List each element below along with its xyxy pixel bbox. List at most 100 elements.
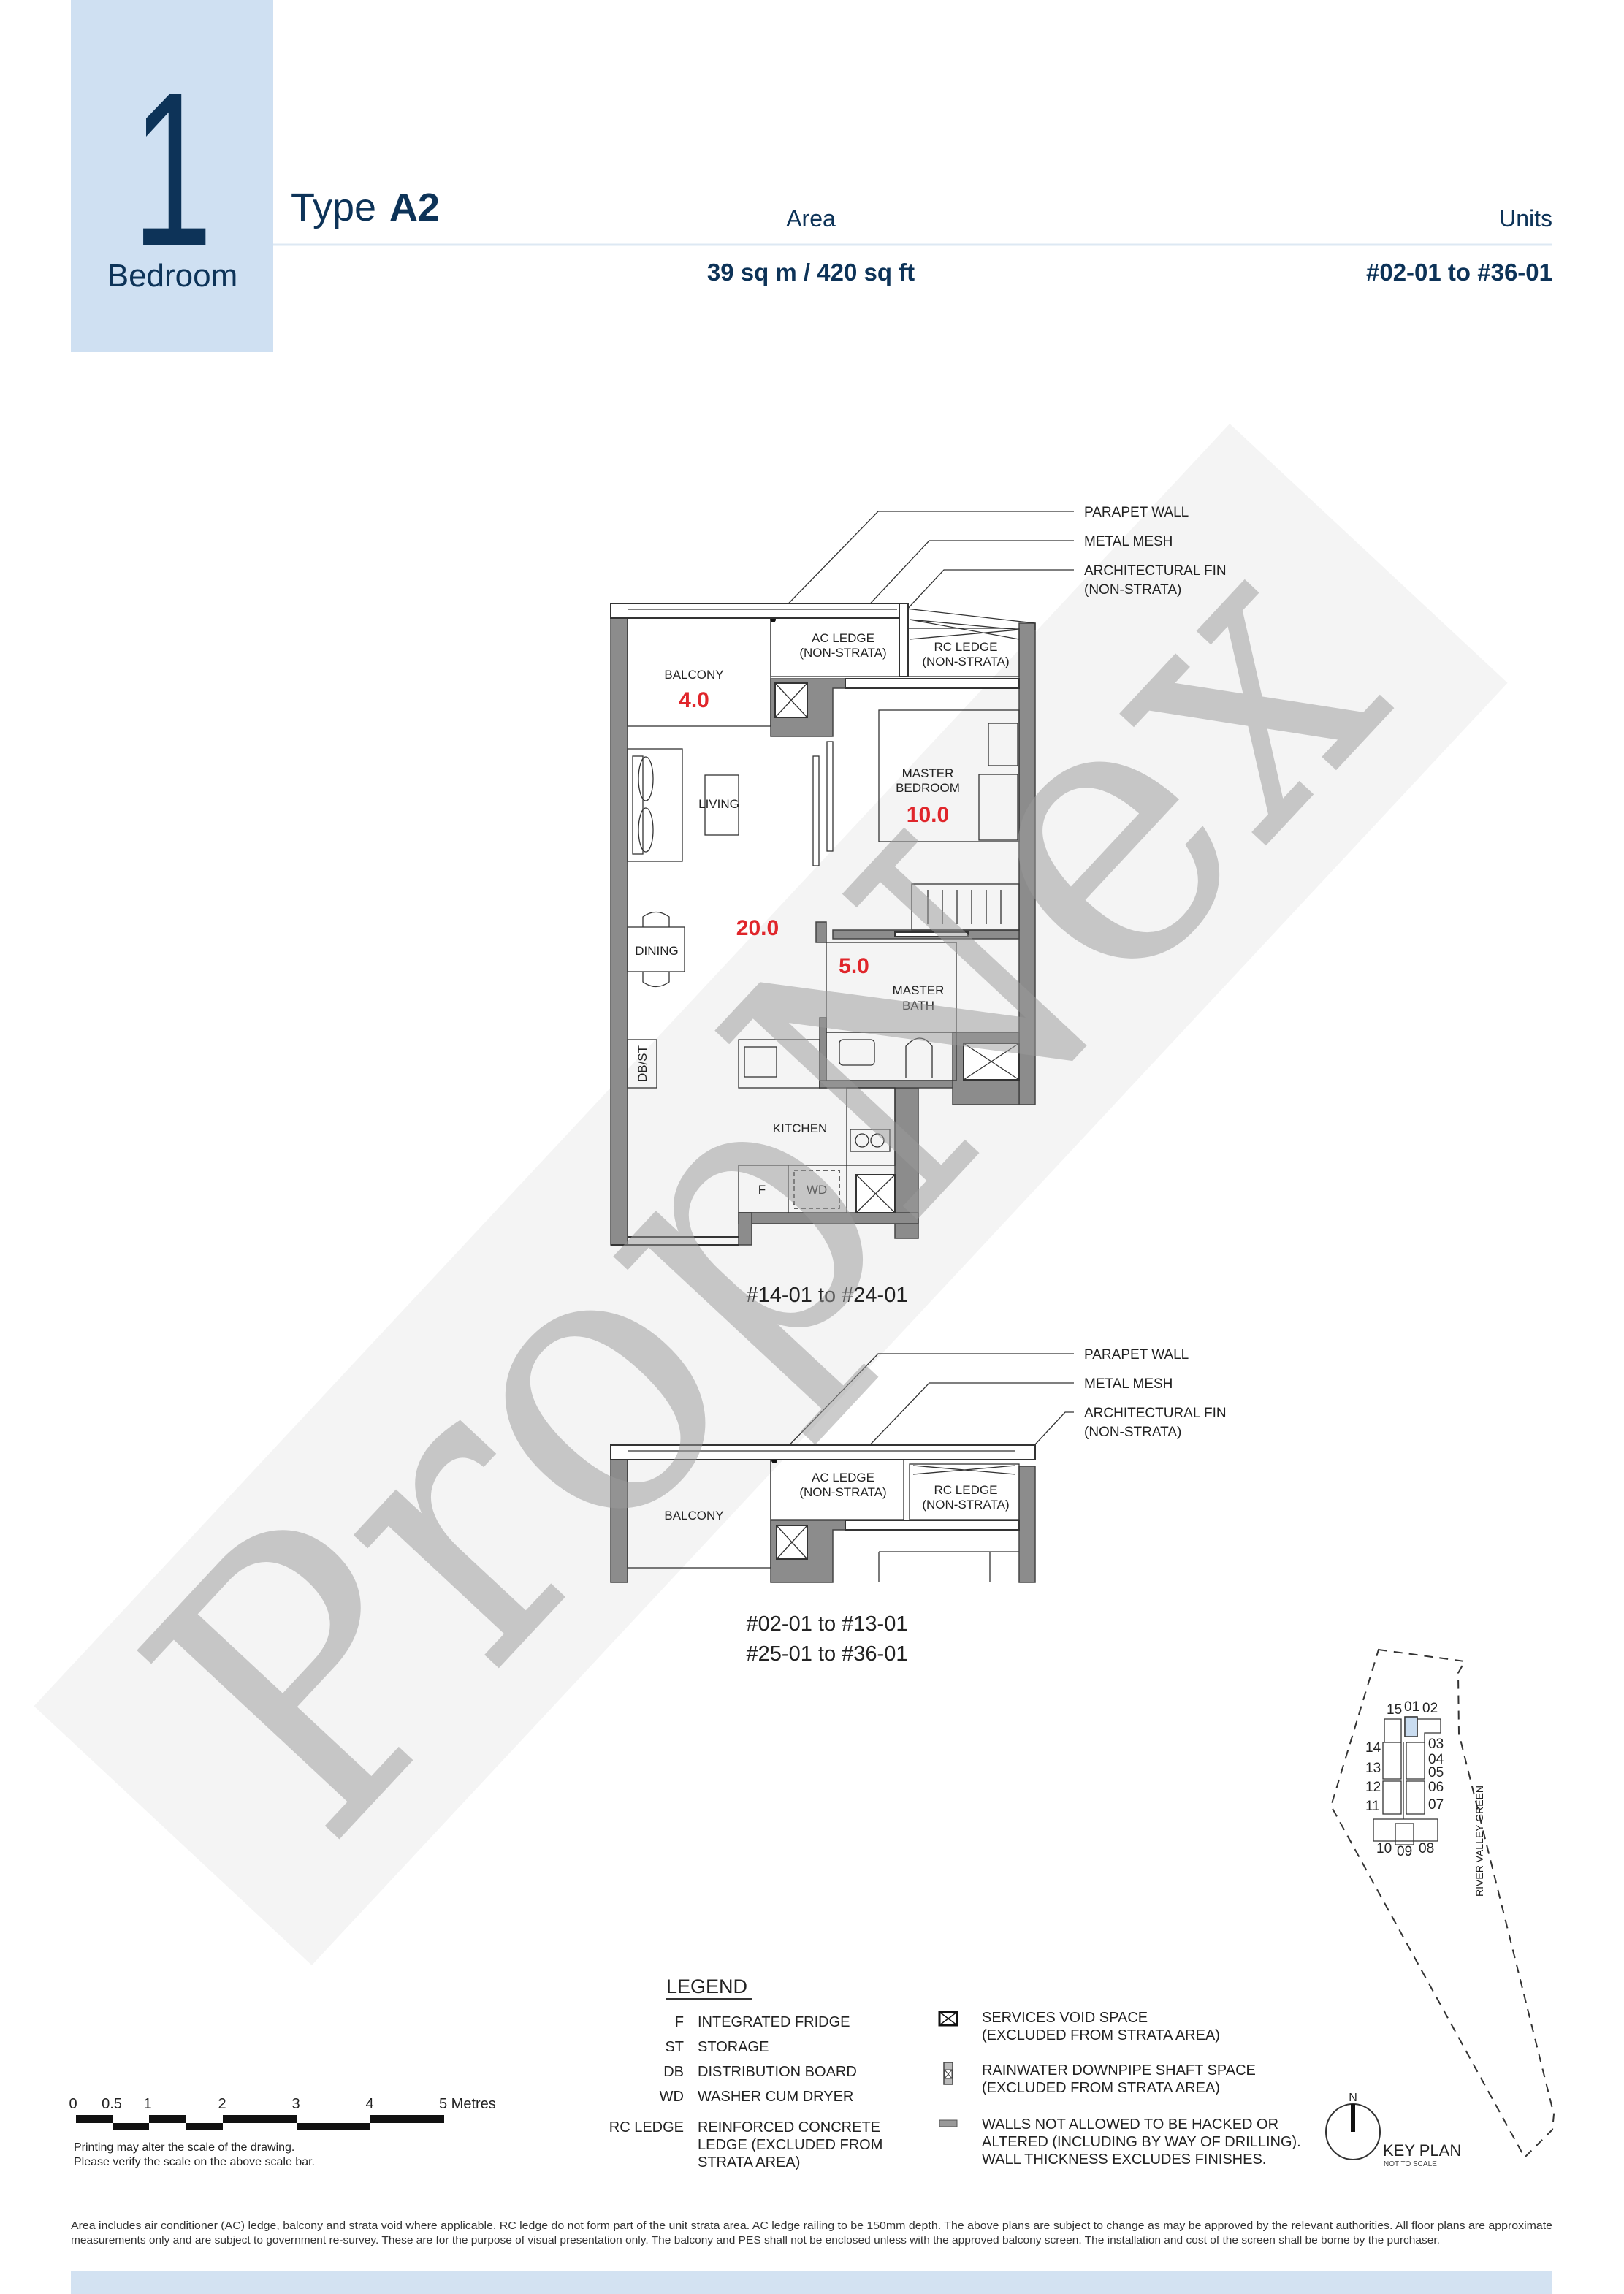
svg-text:08: 08 [1419,1841,1434,1856]
bed [878,709,1020,842]
sliding-door [812,741,834,866]
hob [850,1129,891,1152]
type-code: A2 [389,186,440,229]
svg-text:06: 06 [1428,1780,1444,1795]
services-void-icon [938,2011,958,2027]
svg-text:ALTERED (INCLUDING BY WAY OF D: ALTERED (INCLUDING BY WAY OF DRILLING). [982,2134,1301,2150]
key-plan-title: KEY PLAN [1383,2141,1461,2160]
area-balcony: 4.0 [679,688,709,712]
svg-text:(EXCLUDED FROM STRATA AREA): (EXCLUDED FROM STRATA AREA) [982,2027,1220,2043]
svg-text:INTEGRATED FRIDGE: INTEGRATED FRIDGE [698,2014,850,2030]
legend-symbols: SERVICES VOID SPACE (EXCLUDED FROM STRAT… [982,2010,1301,2168]
svg-text:10: 10 [1376,1841,1392,1856]
scale-note-2: Please verify the scale on the above sca… [74,2156,315,2168]
plan-alt-caption-2: #25-01 to #36-01 [747,1642,908,1666]
bath-basin [839,1039,875,1066]
scale-note-1: Printing may alter the scale of the draw… [74,2141,294,2154]
svg-text:13: 13 [1365,1761,1381,1776]
bedroom-count: 1 [132,46,213,291]
svg-text:02: 02 [1422,1701,1438,1716]
desk [978,774,1018,841]
legend-abbreviations: F INTEGRATED FRIDGE ST STORAGE DB DISTRI… [609,2014,883,2171]
rainwater-shaft-icon [943,2062,953,2085]
svg-text:WASHER CUM DRYER: WASHER CUM DRYER [698,2089,853,2105]
rc-ledge [907,628,1020,677]
ac-ledge [770,617,900,677]
units-value: #02-01 to #36-01 [1366,259,1552,286]
room-label-master-bath: MASTER [893,983,945,997]
ac-ledge [770,1459,904,1520]
svg-text:WD: WD [660,2089,684,2105]
room-label-rc-ledge: RC LEDGE [934,640,998,654]
svg-text:WALL THICKNESS EXCLUDES FINISH: WALL THICKNESS EXCLUDES FINISHES. [982,2152,1266,2168]
area-value: 39 sq m / 420 sq ft [707,259,915,286]
callout-metal-mesh: METAL MESH [1084,1376,1173,1392]
svg-text:LEDGE (EXCLUDED FROM: LEDGE (EXCLUDED FROM [698,2137,882,2153]
svg-text:01: 01 [1404,1699,1419,1715]
callout-architectural-fin-note: (NON-STRATA) [1084,1425,1181,1440]
disclaimer-line-2: measurements only and are subject to gov… [71,2234,1440,2247]
room-label-dining: DINING [635,944,679,958]
svg-text:03: 03 [1428,1737,1444,1752]
scale-bar-ticks: 0 0.5 1 2 3 4 5 Metres [69,2096,495,2112]
services-void-icon [855,1174,896,1213]
room-label-kitchen: KITCHEN [773,1121,828,1135]
svg-text:09: 09 [1397,1844,1412,1859]
toilet [905,1037,933,1078]
svg-text:REINFORCED CONCRETE: REINFORCED CONCRETE [698,2119,880,2135]
units-label: Units [1499,205,1552,232]
svg-text:05: 05 [1428,1765,1444,1780]
svg-text:04: 04 [1428,1752,1444,1767]
services-void-icon [774,682,808,718]
area-master-bath: 5.0 [839,954,869,978]
svg-text:0: 0 [69,2096,77,2112]
svg-text:RC LEDGE: RC LEDGE [609,2119,684,2135]
key-plan: 15 01 02 14 13 12 11 03 04 05 06 07 10 0… [1325,1648,1555,2168]
room-label-master-bedroom: MASTER [902,766,954,780]
db-st-cabinet [627,1039,657,1089]
legend-title: LEGEND [666,1975,747,1997]
svg-text:12: 12 [1365,1780,1381,1795]
protected-wall-icon [939,2119,958,2127]
bedroom-badge [71,0,273,352]
room-label-master-bedroom-2: BEDROOM [896,781,960,795]
svg-text:15: 15 [1387,1702,1402,1718]
floor-plan-alt: PARAPET WALL METAL MESH ARCHITECTURAL FI… [610,1347,1227,1666]
area-master-bedroom: 10.0 [907,803,949,827]
svg-text:4: 4 [365,2096,373,2112]
plan-alt-caption-1: #02-01 to #13-01 [747,1612,908,1636]
watermark: PropNex [68,464,1463,1915]
site-boundary [1330,1648,1555,2159]
key-plan-unit-labels: 15 01 02 14 13 12 11 03 04 05 06 07 10 0… [1365,1699,1444,1859]
svg-text:STORAGE: STORAGE [698,2039,769,2055]
room-label-rc-ledge-note: (NON-STRATA) [922,1498,1009,1512]
room-label-ac-ledge-note: (NON-STRATA) [799,1485,886,1499]
header: 1 Bedroom Type A2 Area 39 sq m / 420 sq … [71,0,1552,352]
svg-text:14: 14 [1365,1740,1381,1756]
room-label-rc-ledge: RC LEDGE [934,1483,998,1497]
room-label-ac-ledge: AC LEDGE [812,631,874,645]
svg-text:ST: ST [665,2039,684,2055]
callout-architectural-fin: ARCHITECTURAL FIN [1084,1406,1227,1421]
callout-metal-mesh: METAL MESH [1084,534,1173,549]
area-living-dining: 20.0 [736,916,779,940]
svg-text:3: 3 [291,2096,300,2112]
coffee-table [704,774,739,836]
fridge-washer-cabinet [738,1165,847,1213]
callout-architectural-fin-note: (NON-STRATA) [1084,582,1181,598]
callout-architectural-fin: ARCHITECTURAL FIN [1084,563,1227,579]
room-label-db-st: DB/ST [636,1045,649,1082]
room-label-living: LIVING [698,797,739,811]
room-label-ac-ledge-note: (NON-STRATA) [799,646,886,660]
scale-bar: 0 0.5 1 2 3 4 5 Metres Printing may alte… [69,2096,495,2168]
watermark-text: PropNex [68,464,1463,1915]
bedroom-label: Bedroom [107,258,238,294]
svg-text:SERVICES VOID SPACE: SERVICES VOID SPACE [982,2010,1148,2026]
svg-text:2: 2 [218,2096,226,2112]
bedroom-door [894,931,969,937]
wardrobe [911,883,1020,931]
bedside-table [988,723,1018,766]
entrance [611,1236,739,1246]
floor-plan-main: PARAPET WALL METAL MESH ARCHITECTURAL FI… [610,505,1227,1307]
